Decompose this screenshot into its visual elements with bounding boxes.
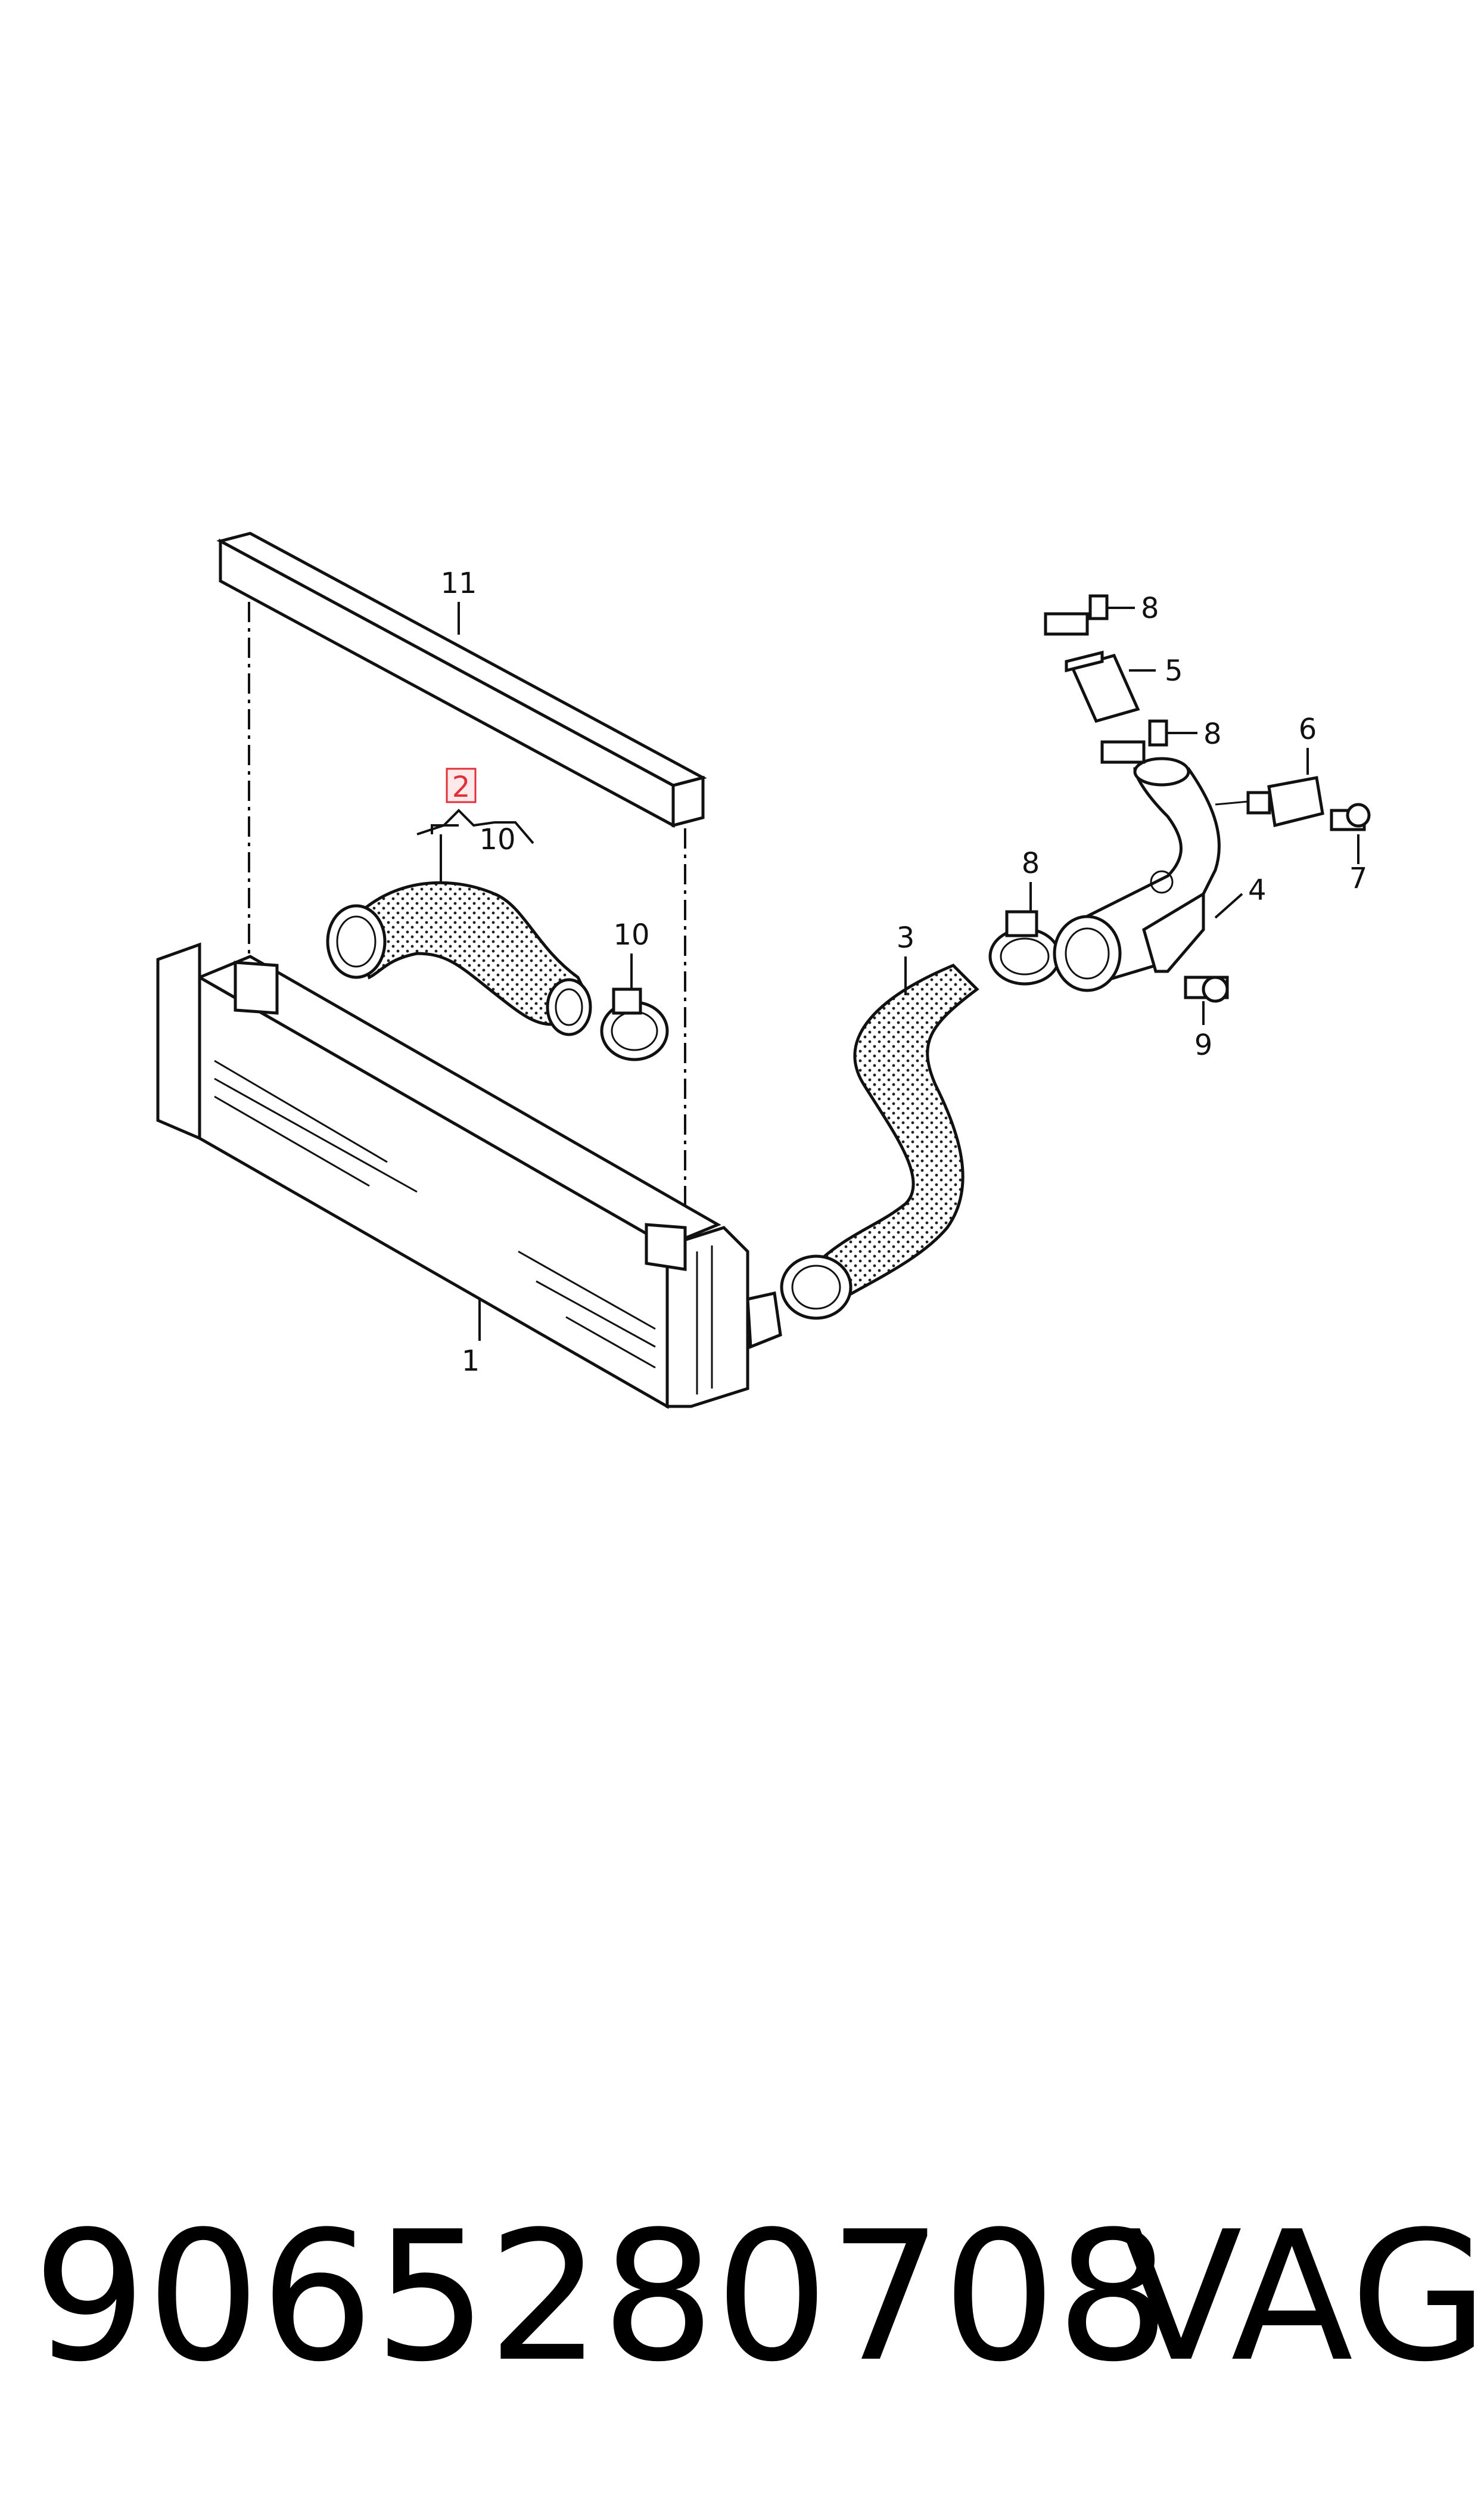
callout-8-top: 8 — [1141, 592, 1159, 625]
charge-air-pipe — [1053, 757, 1221, 992]
callout-9: 9 — [1194, 1029, 1213, 1062]
callout-2: 2 — [452, 771, 471, 804]
callout-11: 11 — [440, 567, 477, 600]
callout-3: 3 — [897, 921, 915, 955]
hose-clamp-pipe — [988, 910, 1061, 986]
hose-clamp — [600, 987, 669, 1061]
callout-2-highlight — [446, 768, 477, 803]
callout-6: 6 — [1299, 713, 1317, 746]
bolt — [1184, 976, 1229, 1003]
callout-7: 7 — [1349, 862, 1368, 895]
callout-10-bracket: 10 — [479, 823, 515, 856]
callout-8-middle: 8 — [1203, 718, 1222, 751]
callout-10-clamp: 10 — [613, 918, 649, 952]
callout-4: 4 — [1248, 874, 1267, 907]
callout-1: 1 — [462, 1344, 480, 1378]
charge-hose-lower — [780, 964, 979, 1320]
pressure-sensor — [1215, 776, 1324, 828]
part-number: 9065280708 — [33, 2193, 1170, 2401]
callout-8-clamp: 8 — [1022, 847, 1040, 880]
intercooler — [156, 942, 782, 1409]
brand-name: VAG — [1120, 2193, 1484, 2401]
seal-gasket — [1065, 650, 1140, 723]
screw-top — [1044, 594, 1109, 636]
foam-strip-bar — [216, 532, 707, 828]
charge-hose-upper — [326, 881, 592, 1036]
sensor-screw — [1330, 803, 1371, 831]
callout-5: 5 — [1165, 654, 1183, 688]
screw-middle — [1100, 719, 1168, 764]
leader-lines — [416, 602, 1359, 1341]
